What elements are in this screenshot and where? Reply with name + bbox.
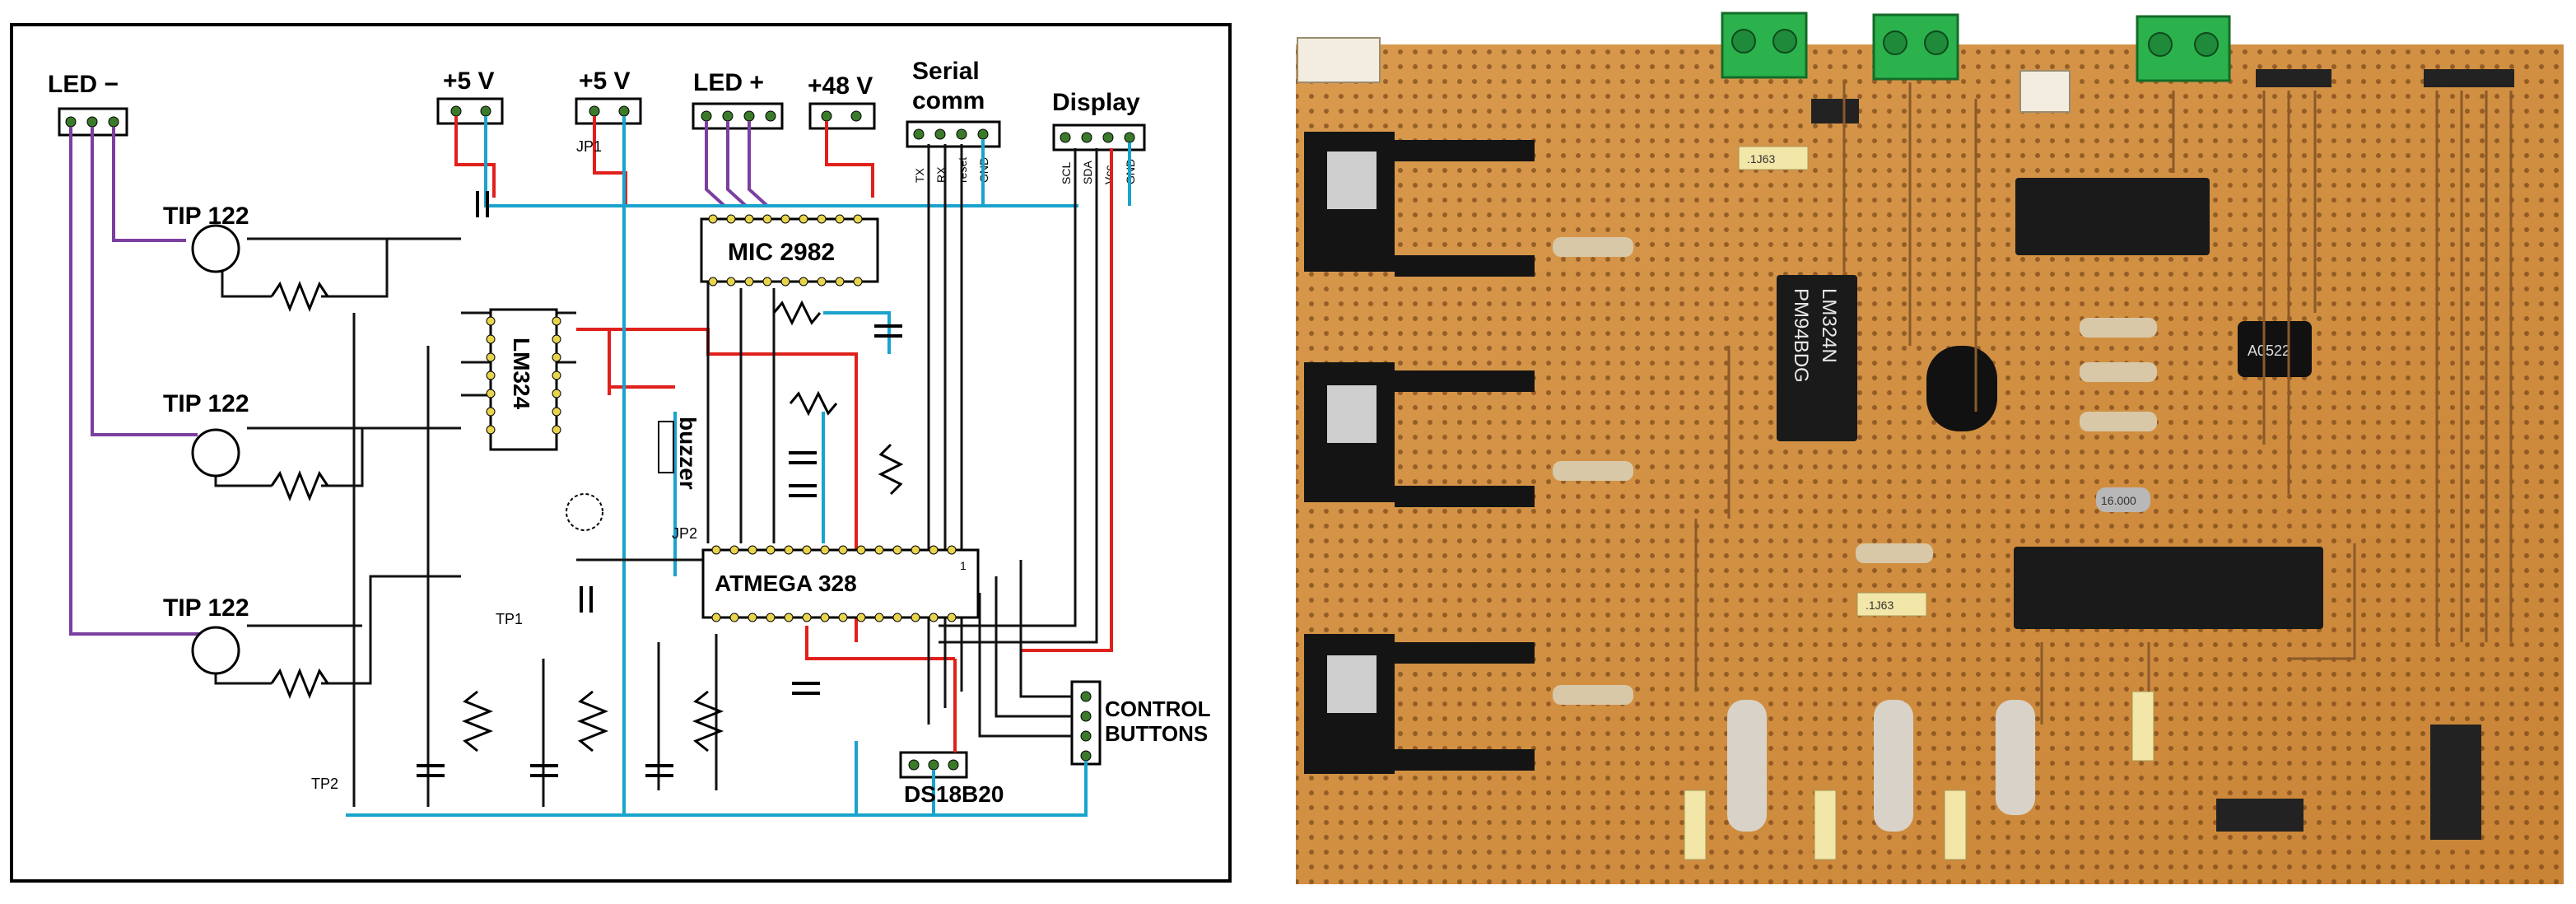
label-jp2: JP2 (672, 525, 697, 542)
label-jp1: JP1 (576, 138, 602, 155)
board-film-caps: .1J63 .1J63 (1684, 146, 2154, 860)
board-heatsinks (1304, 132, 1535, 774)
ground-wires (346, 116, 1131, 817)
board-terminal-blocks (1297, 12, 2231, 113)
svg-text:.1J63: .1J63 (1866, 599, 1894, 612)
transistors: TIP 122 TIP 122 TIP 122 (163, 203, 249, 675)
capacitors (417, 191, 902, 777)
label-lm324: LM324 (509, 338, 534, 410)
label-tip122-2: TIP 122 (163, 390, 249, 417)
label-atmega328: ATMEGA 328 (715, 571, 857, 596)
label-pin1: 1 (960, 559, 967, 572)
label-plus48: +48 V (808, 72, 873, 100)
transistor-3 (191, 626, 240, 675)
svg-text:TX: TX (913, 167, 926, 183)
label-control-1: CONTROL (1105, 697, 1211, 721)
buzzer: buzzer (658, 417, 701, 490)
label-tip122-3: TIP 122 (163, 594, 249, 622)
label-tip122-1: TIP 122 (163, 203, 249, 230)
label-tp1: TP1 (496, 611, 523, 627)
resistors (270, 280, 904, 753)
perfboard-holes (1296, 44, 2564, 884)
label-plus5-b: +5 V (579, 68, 631, 95)
svg-text:SCL: SCL (1060, 162, 1073, 184)
label-serial-1: Serial (912, 58, 980, 85)
label-ds18b20: DS18B20 (904, 781, 1004, 807)
atmega328-chip: ATMEGA 328 1 (701, 545, 980, 622)
svg-text:Vcc: Vcc (1102, 165, 1116, 184)
label-led-minus: LED − (48, 71, 119, 98)
transistor-2 (191, 428, 240, 478)
svg-text:.1J63: .1J63 (1747, 152, 1775, 165)
ic-lm324-sub: PM94BDG (1790, 288, 1812, 383)
ic-lm324-text: LM324N (1818, 288, 1840, 363)
board-pin-headers (1811, 69, 2514, 840)
label-plus5-a: +5 V (443, 68, 495, 95)
board-ics: PM94BDG LM324N A0522 16.000 (1777, 178, 2323, 629)
label-control-2: BUTTONS (1105, 721, 1208, 746)
lm324-chip: LM324 (486, 308, 561, 451)
label-display: Display (1052, 89, 1140, 116)
label-buzzer: buzzer (675, 417, 701, 490)
cap-label: A0522 (2248, 342, 2290, 359)
label-mic2982: MIC 2982 (728, 239, 835, 266)
svg-text:SDA: SDA (1081, 161, 1094, 184)
label-tp2: TP2 (311, 776, 338, 792)
label-led-plus: LED + (693, 69, 764, 96)
crystal-label: 16.000 (2101, 494, 2136, 507)
board-wire-traces (1694, 82, 2513, 725)
connector-pins (65, 105, 1135, 771)
led-wires (69, 121, 769, 636)
board-photo: PM94BDG LM324N A0522 16.000 .1J63 .1J63 (1296, 12, 2564, 884)
sensor-symbol (566, 493, 603, 531)
mic2982-chip: MIC 2982 (700, 214, 879, 287)
board-resistors (1553, 237, 2157, 832)
transistor-1 (191, 224, 240, 273)
schematic-panel: LED − +5 V +5 V LED + +48 V Serial comm … (10, 23, 1232, 883)
label-serial-2: comm (912, 87, 985, 114)
